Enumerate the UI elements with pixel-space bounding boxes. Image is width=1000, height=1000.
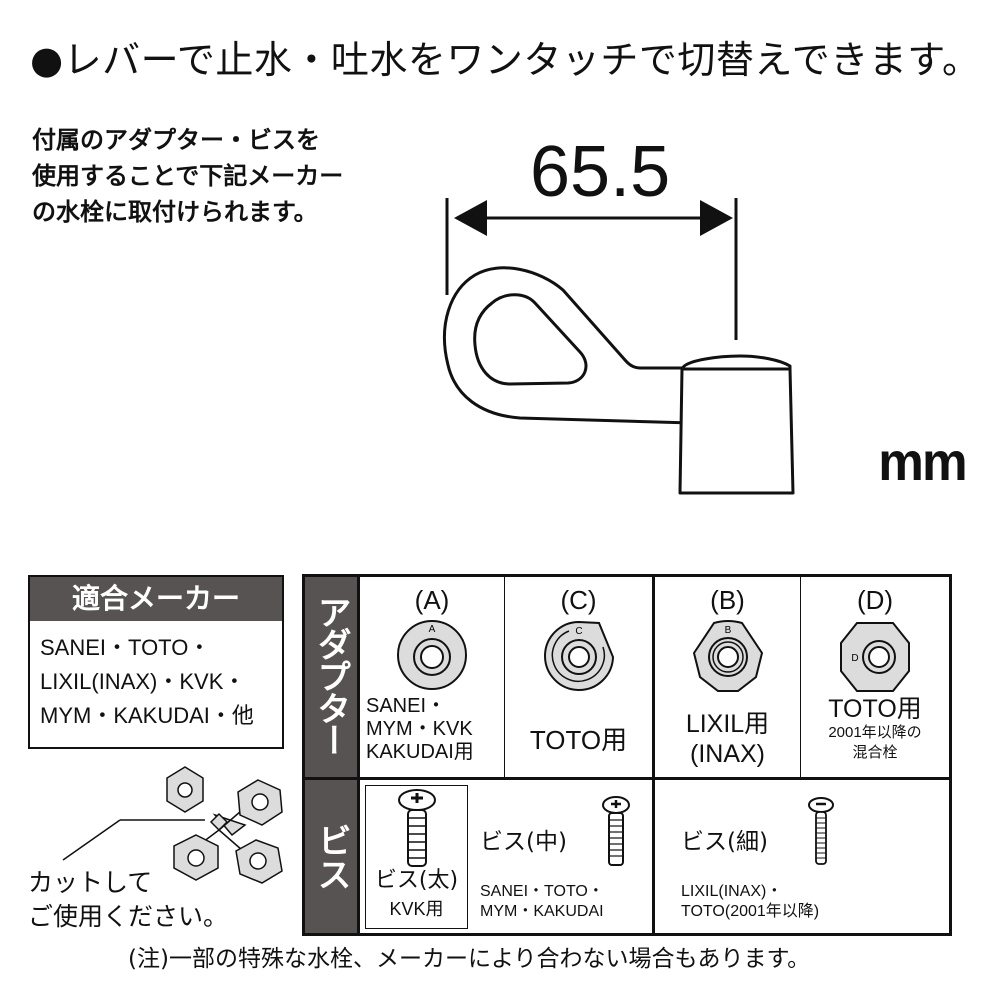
svg-text:D: D (851, 653, 858, 664)
screw-thin-icon (808, 797, 834, 865)
compatible-makers-title: 適合メーカー (30, 577, 282, 621)
intro-line: の水栓に取付けられます。 (32, 198, 318, 226)
screw-usage: KVK用 (389, 899, 444, 919)
svg-text:B: B (724, 625, 731, 636)
screw-header-label: ビス (311, 822, 351, 891)
screw-thick-icon (397, 789, 436, 867)
screw-medium-icon (602, 796, 630, 866)
maker-line: LIXIL(INAX)・KVK・ (40, 669, 246, 694)
cut-instruction-line: カットして (28, 868, 153, 897)
screw-usage: LIXIL(INAX)・ TOTO(2001年以降) (681, 882, 819, 922)
maker-line: SANEI・TOTO・ (40, 635, 211, 660)
compatible-makers-box: 適合メーカー SANEI・TOTO・ LIXIL(INAX)・KVK・ MYM・… (28, 575, 284, 749)
usage-line: 混合栓 (852, 744, 898, 761)
parts-table: アダプター ビス (A) A SANEI・ MYM・KVK KAKUDAI用 (… (302, 574, 952, 936)
usage-line: (INAX) (690, 740, 765, 768)
screw-cell-medium: ビス(中) SANEI・TOTO・ MYM・KAKUDAI (468, 780, 652, 933)
divider (504, 577, 505, 777)
adapter-usage: LIXIL用 (INAX) (655, 709, 800, 769)
hex-nut-icon (235, 839, 283, 884)
adapter-cell-d: (D) D TOTO用 2001年以降の 混合栓 (801, 577, 949, 777)
adapter-c-icon: C (543, 620, 614, 691)
cut-instruction-line: ご使用ください。 (28, 902, 229, 931)
footnote: (注)一部の特殊な水栓、メーカーにより合わない場合もあります。 (128, 946, 811, 972)
svg-text:A: A (429, 624, 436, 635)
arrow-left-icon (454, 200, 487, 236)
hex-nut-icon (173, 834, 219, 881)
usage-line: MYM・KAKUDAI (480, 903, 604, 920)
screw-cell-thin: ビス(細) LIXIL(INAX)・ TOTO(2001年以降) (655, 780, 949, 933)
hex-nut-icon (237, 779, 283, 826)
intro-text: 付属のアダプター・ビスを 使用することで下記メーカー の水栓に取付けられます。 (32, 122, 343, 230)
adapter-d-icon: D (840, 622, 910, 692)
divider (652, 577, 655, 933)
lever-diagram (443, 198, 795, 495)
screw-name: ビス(細) (681, 829, 768, 855)
svg-text:C: C (575, 626, 582, 637)
dimension-unit: mm (878, 432, 967, 492)
intro-line: 使用することで下記メーカー (32, 162, 344, 190)
adapter-usage: TOTO用 2001年以降の 混合栓 (801, 695, 949, 763)
adapter-code: (C) (560, 585, 597, 615)
screw-row-header: ビス (305, 780, 357, 933)
arrow-right-icon (700, 200, 733, 236)
intro-line: 付属のアダプター・ビスを (32, 126, 320, 154)
adapter-header-label: アダプター (311, 595, 351, 755)
usage-line: SANEI・TOTO・ (480, 883, 604, 900)
usage-line: LIXIL用 (685, 710, 770, 738)
adapter-code: (A) (414, 585, 450, 615)
divider (800, 577, 801, 777)
screw-cell-thick: ビス(太) KVK用 (365, 785, 468, 929)
headline: ●レバーで止水・吐水をワンタッチで切替えできます。 (30, 38, 981, 82)
lever-handle-shape (443, 266, 795, 495)
usage-line: 2001年以降の (828, 724, 922, 741)
compatible-makers-list: SANEI・TOTO・ LIXIL(INAX)・KVK・ MYM・KAKUDAI… (30, 621, 282, 733)
screw-usage: SANEI・TOTO・ MYM・KAKUDAI (480, 882, 604, 922)
usage-line: SANEI・ (366, 695, 447, 717)
adapter-code: (D) (856, 585, 894, 615)
adapter-row-header: アダプター (305, 577, 357, 777)
hex-nut-icon (166, 766, 204, 813)
adapter-cell-c: (C) C TOTO用 (505, 577, 652, 777)
adapter-sprue-illustration (62, 766, 283, 884)
adapter-usage: TOTO用 (529, 725, 628, 755)
adapter-cell-a: (A) A SANEI・ MYM・KVK KAKUDAI用 (360, 577, 504, 777)
adapter-usage: SANEI・ MYM・KVK KAKUDAI用 (366, 695, 474, 764)
divider (357, 577, 360, 933)
screw-name: ビス(中) (480, 829, 567, 855)
usage-line: TOTO用 (828, 695, 922, 723)
maker-line: MYM・KAKUDAI・他 (40, 703, 254, 728)
usage-line: KAKUDAI用 (366, 741, 474, 763)
adapter-cell-b: (B) B LIXIL用 (INAX) (655, 577, 800, 777)
usage-line: TOTO(2001年以降) (681, 903, 820, 920)
adapter-code: (B) (710, 585, 745, 615)
cut-instruction: カットして ご使用ください。 (28, 866, 228, 934)
divider (305, 777, 949, 780)
adapter-a-icon: A (397, 620, 467, 690)
usage-line: LIXIL(INAX)・ (681, 883, 783, 900)
screw-name: ビス(太) (374, 868, 459, 893)
adapter-b-icon: B (692, 620, 763, 692)
usage-line: MYM・KVK (366, 718, 473, 740)
sprue-center-icon (209, 812, 229, 832)
dimension-value: 65.5 (530, 132, 671, 212)
